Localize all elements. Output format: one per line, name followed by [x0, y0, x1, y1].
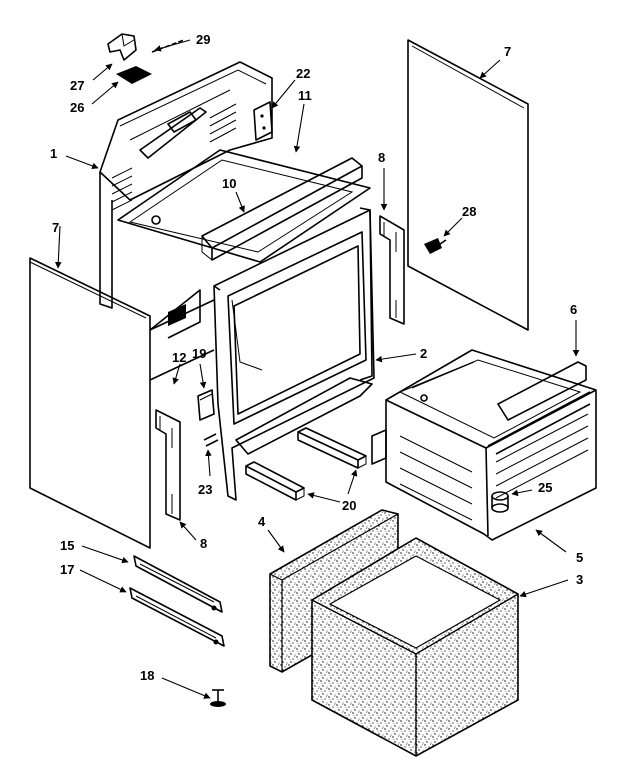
- callout-3: 3: [576, 572, 583, 587]
- top-rail-part-10: [201, 157, 363, 261]
- bracket-part-19: [197, 389, 215, 421]
- callout-23: 23: [198, 482, 212, 497]
- cabinet-frame-part-1: [99, 61, 375, 501]
- rail-left-part-8: [155, 409, 181, 521]
- pad-part-26: [116, 66, 152, 84]
- callout-22: 22: [296, 66, 310, 81]
- fitting-part-25: [491, 491, 509, 513]
- callout-12: 12: [172, 350, 186, 365]
- bracket-part-22: [253, 101, 273, 141]
- callout-labels: 29 27 26 1 22 11 10 8 7 28 7 2 6 12 19 2…: [50, 32, 583, 683]
- callout-7-right: 7: [504, 44, 511, 59]
- insulation-part-3: [311, 537, 519, 757]
- callout-1: 1: [50, 146, 57, 161]
- slide-part-15: [133, 555, 223, 613]
- leader-lines: [54, 39, 580, 699]
- callout-26: 26: [70, 100, 84, 115]
- screw-part-28: [424, 238, 447, 254]
- callout-29: 29: [196, 32, 210, 47]
- oven-cavity-part-5: [371, 349, 597, 541]
- callout-10: 10: [222, 176, 236, 191]
- callout-18: 18: [140, 668, 154, 683]
- callout-8-left: 8: [200, 536, 207, 551]
- callout-7-left: 7: [52, 220, 59, 235]
- callout-6: 6: [570, 302, 577, 317]
- callout-17: 17: [60, 562, 74, 577]
- callout-28: 28: [462, 204, 476, 219]
- leveler-part-18: [210, 689, 226, 707]
- callout-11: 11: [298, 88, 312, 103]
- slide-part-17: [129, 587, 225, 647]
- bracket-right-part-20: [297, 427, 367, 469]
- callout-4: 4: [258, 514, 266, 529]
- bracket-left-part-20: [245, 461, 305, 501]
- callout-8-right: 8: [378, 150, 385, 165]
- callout-27: 27: [70, 78, 84, 93]
- clip-part-27: [107, 33, 137, 61]
- callout-20: 20: [342, 498, 356, 513]
- callout-5: 5: [576, 550, 583, 565]
- callout-15: 15: [60, 538, 74, 553]
- side-panel-right-part-7: [407, 39, 529, 331]
- callout-25: 25: [538, 480, 552, 495]
- rail-right-part-8: [379, 215, 405, 325]
- callout-19: 19: [192, 346, 206, 361]
- side-panel-left-part-7: [29, 257, 151, 549]
- callout-2: 2: [420, 346, 427, 361]
- clip-part-23: [203, 433, 219, 447]
